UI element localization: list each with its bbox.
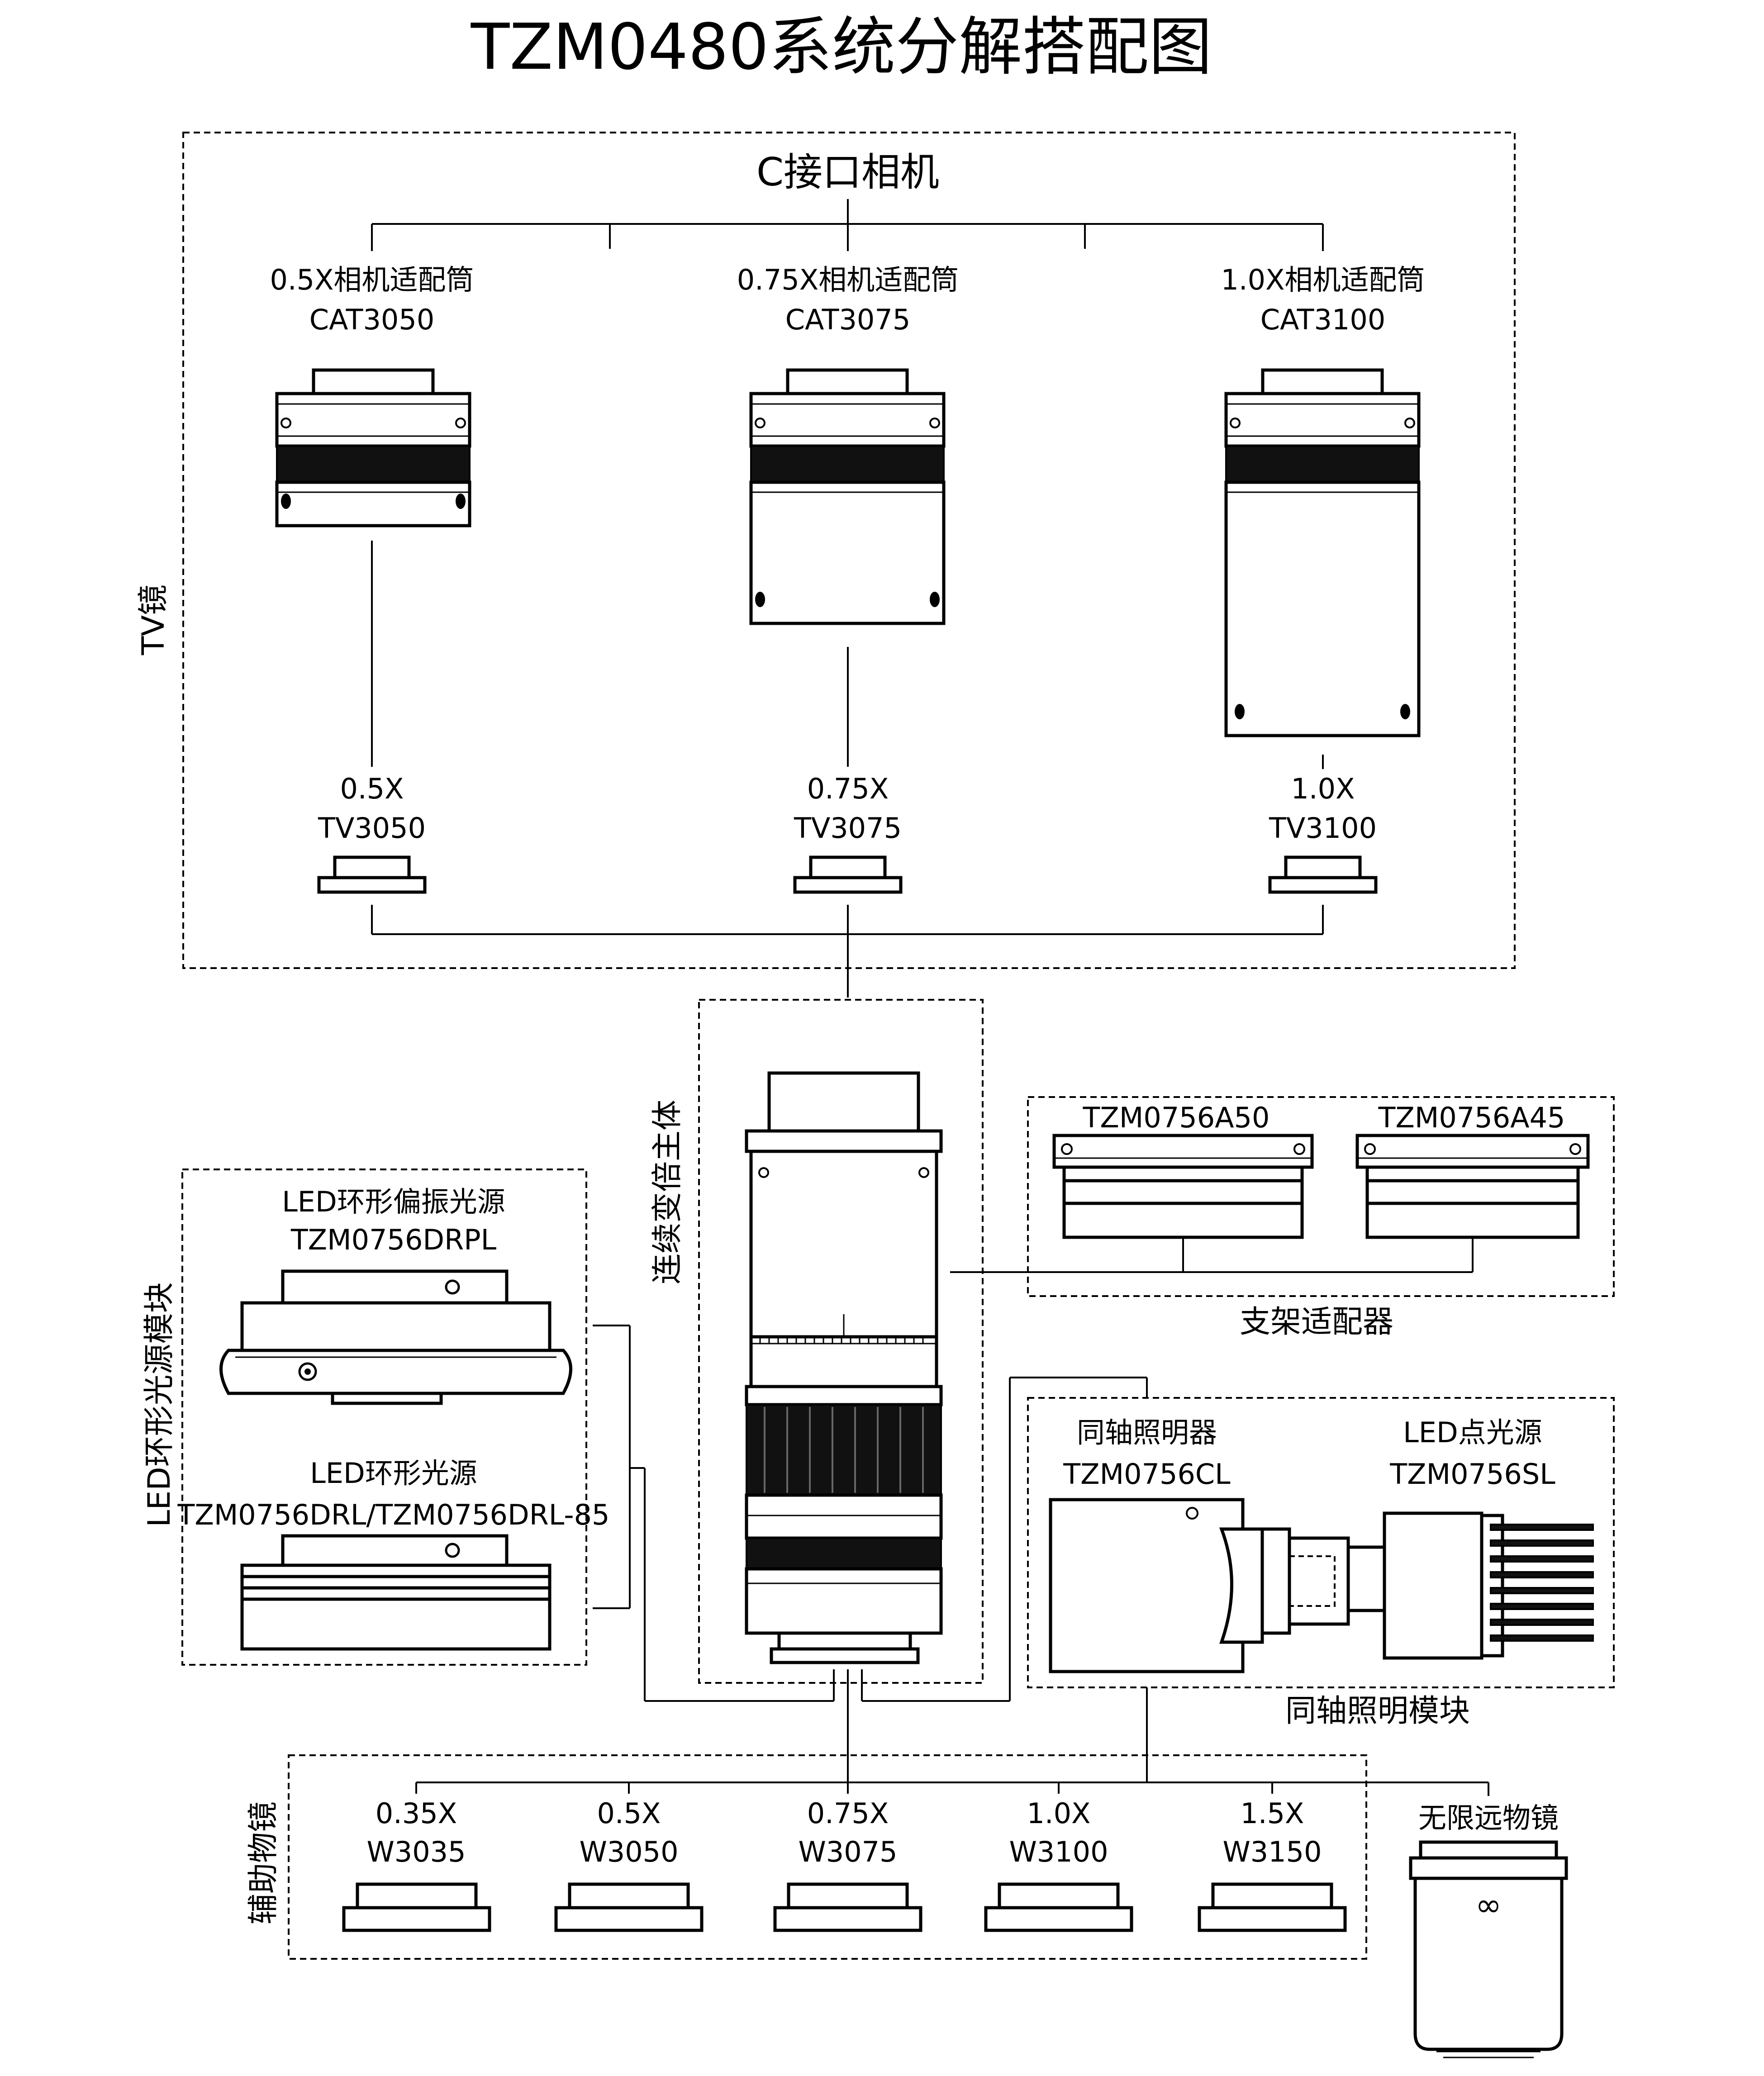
tv-lens-code-1: TV3075	[794, 812, 902, 845]
tv-bottom-connector	[371, 905, 1324, 998]
led-ring-connectors	[593, 1325, 631, 1609]
tv-lens-tv3075-drawing	[793, 855, 903, 894]
aux-objective-code-2: W3075	[798, 1835, 897, 1868]
coaxial-name-1: LED点光源	[1403, 1416, 1542, 1449]
tv-lens-tv3050-drawing	[317, 855, 427, 894]
stand-adapter-a50-drawing	[1052, 1134, 1314, 1239]
coaxial-module-box	[1027, 1397, 1615, 1688]
stand-adapter-label: 支架适配器	[1240, 1304, 1393, 1340]
adapter-cat3075-drawing	[749, 368, 946, 625]
coaxial-code-1: TZM0756SL	[1389, 1458, 1555, 1491]
led-ring-name-1: LED环形光源	[310, 1457, 477, 1490]
adapter-code-0: CAT3050	[309, 303, 435, 336]
tv-lens-name-0: 0.5X	[340, 772, 404, 805]
aux-objective-name-3: 1.0X	[1027, 1797, 1090, 1830]
aux-objective-w3100-drawing	[984, 1882, 1133, 1932]
tv-group-box	[182, 132, 1516, 969]
zoom-body-bottom-connectors	[630, 1377, 1148, 1782]
coaxial-name-0: 同轴照明器	[1077, 1416, 1217, 1449]
page-title: TZM0480系统分解搭配图	[471, 10, 1212, 84]
aux-objective-w3150-drawing	[1198, 1882, 1347, 1932]
aux-objective-name-2: 0.75X	[807, 1797, 889, 1830]
led-ring-code-0: TZM0756DRPL	[290, 1223, 497, 1256]
tv-lens-name-1: 0.75X	[807, 772, 889, 805]
camera-connector-lines	[371, 199, 1324, 251]
aux-objective-name-0: 0.35X	[376, 1797, 457, 1830]
adapter-name-2: 1.0X相机适配筒	[1221, 263, 1425, 296]
coaxial-code-0: TZM0756CL	[1063, 1458, 1231, 1491]
aux-objective-label: 辅助物镜	[246, 1801, 281, 1924]
aux-objective-w3035-drawing	[342, 1882, 491, 1932]
adapter-name-1: 0.75X相机适配筒	[737, 263, 959, 296]
led-ring-polarized-drawing	[219, 1269, 572, 1405]
adapter-code-2: CAT3100	[1260, 303, 1386, 336]
stand-adapter-connectors	[950, 1237, 1474, 1273]
infinity-symbol: ∞	[1475, 1886, 1502, 1924]
led-spot-light-drawing	[1346, 1511, 1594, 1660]
tv-lens-code-2: TV3100	[1269, 812, 1377, 845]
led-ring-standard-drawing	[240, 1534, 552, 1651]
infinity-objective-drawing	[1409, 1840, 1568, 2058]
led-ring-code-1: TZM0756DRL/TZM0756DRL-85	[177, 1498, 609, 1531]
adapter-name-0: 0.5X相机适配筒	[270, 263, 474, 296]
stand-adapter-code-0: TZM0756A50	[1083, 1101, 1270, 1134]
stand-adapter-code-1: TZM0756A45	[1378, 1101, 1565, 1134]
stand-adapter-a45-drawing	[1355, 1134, 1590, 1239]
aux-objective-code-4: W3150	[1222, 1835, 1322, 1868]
aux-objective-name-1: 0.5X	[597, 1797, 661, 1830]
aux-objective-w3075-drawing	[773, 1882, 922, 1932]
infinity-objective-label: 无限远物镜	[1418, 1801, 1559, 1834]
aux-objective-w3050-drawing	[554, 1882, 704, 1932]
aux-objective-box	[288, 1754, 1367, 1960]
adapter-code-1: CAT3075	[785, 303, 911, 336]
adapter-cat3100-drawing	[1224, 368, 1421, 737]
led-ring-module-label: LED环形光源模块	[142, 1282, 177, 1527]
zoom-body-box	[698, 999, 984, 1684]
aux-objective-code-3: W3100	[1009, 1835, 1108, 1868]
tv-lens-code-0: TV3050	[318, 812, 426, 845]
zoom-body-drawing	[745, 1071, 943, 1664]
camera-label: C接口相机	[756, 150, 939, 195]
led-ring-module-box	[181, 1169, 587, 1666]
tv-group-label: TV镜	[136, 584, 171, 656]
zoom-body-label: 连续变倍主体	[650, 1100, 685, 1284]
aux-objective-connectors	[415, 1687, 1489, 1796]
aux-objective-name-4: 1.5X	[1240, 1797, 1304, 1830]
coaxial-module-label: 同轴照明模块	[1285, 1693, 1470, 1729]
aux-objective-code-0: W3035	[366, 1835, 466, 1868]
led-ring-name-0: LED环形偏振光源	[282, 1185, 505, 1218]
tv-lens-name-2: 1.0X	[1291, 772, 1355, 805]
adapter-cat3050-drawing	[275, 368, 471, 527]
coaxial-illuminator-drawing	[1049, 1498, 1350, 1673]
stand-adapter-box	[1027, 1096, 1615, 1297]
tv-lens-tv3100-drawing	[1268, 855, 1378, 894]
aux-objective-code-1: W3050	[579, 1835, 678, 1868]
